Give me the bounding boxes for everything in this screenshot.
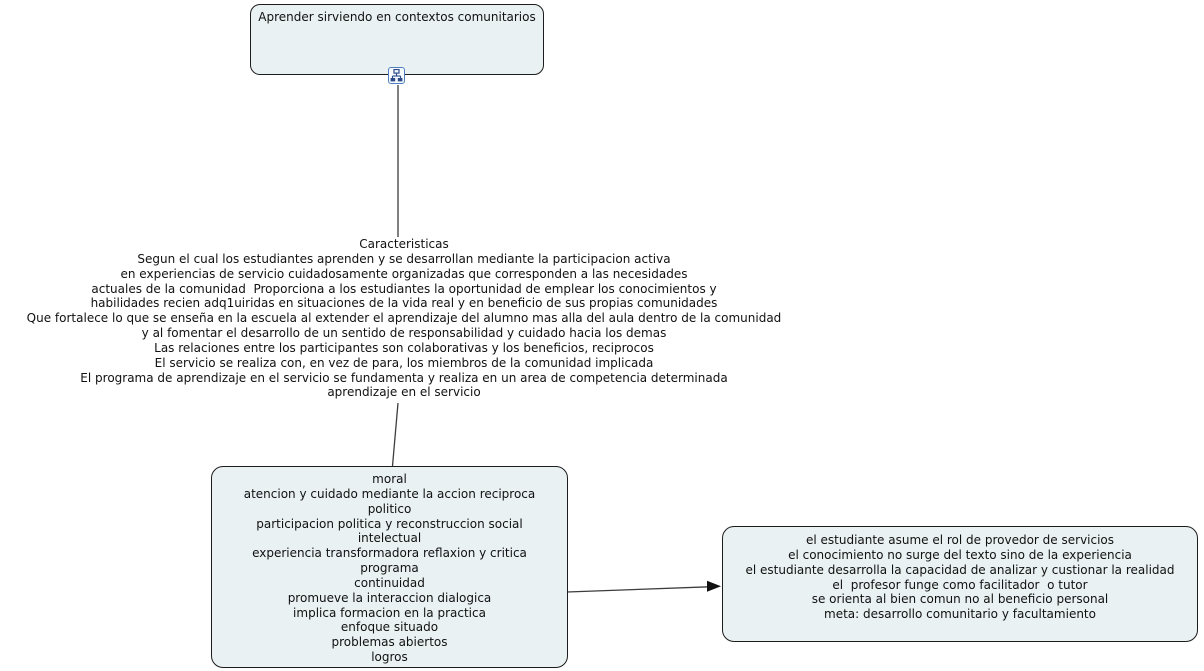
- text-line: intelectual: [357, 531, 422, 546]
- text-line: meta: desarrollo comunitario y facultami…: [824, 607, 1096, 622]
- nested-hierarchy-icon[interactable]: [388, 67, 405, 84]
- text-line: el conocimiento no surge del texto sino …: [788, 547, 1132, 562]
- text-line: moral: [372, 472, 407, 486]
- concept-node-root[interactable]: Aprender sirviendo en contextos comunita…: [250, 4, 544, 75]
- text-line: enfoque situado: [340, 620, 439, 635]
- text-line: el estudiante desarrolla la capacidad de…: [745, 562, 1175, 577]
- text-line: programa: [360, 561, 419, 576]
- text-line: el profesor funge como facilitador o tut…: [832, 577, 1088, 592]
- text-line: el estudiante asume el rol de provedor d…: [805, 533, 1115, 547]
- text-line: Las relaciones entre los participantes s…: [154, 340, 654, 355]
- text-line: El programa de aprendizaje en el servici…: [80, 370, 728, 385]
- text-line: logros: [371, 650, 408, 665]
- text-line: continuidad: [354, 575, 425, 590]
- text-line: Que fortalece lo que se enseña en la esc…: [26, 311, 782, 326]
- text-line: experiencia transformadora reflaxion y c…: [252, 546, 527, 561]
- text-line: habilidades recien adq1uiridas en situac…: [90, 296, 718, 311]
- text-line: promueve la interaccion dialogica: [287, 590, 492, 605]
- concept-root-label: Aprender sirviendo en contextos comunita…: [258, 10, 536, 24]
- hierarchy-glyph: [390, 69, 403, 82]
- text-line: El servicio se realiza con, en vez de pa…: [154, 355, 654, 370]
- text-line: politico: [367, 501, 412, 516]
- text-line: actuales de la comunidad Proporciona a l…: [91, 281, 717, 296]
- text-line: aprendizaje en el servicio: [327, 385, 481, 400]
- text-line: participacion politica y reconstruccion …: [256, 516, 523, 531]
- text-line: problemas abiertos: [331, 635, 448, 650]
- arrowhead-icon: [707, 580, 721, 592]
- text-line: Caracteristicas: [359, 237, 449, 251]
- text-line: y al fomentar el desarrollo de un sentid…: [141, 326, 667, 341]
- text-line: implica formacion en la practica: [293, 605, 486, 620]
- text-line: atencion y cuidado mediante la accion re…: [243, 486, 536, 501]
- text-line: en experiencias de servicio cuidadosamen…: [120, 266, 688, 281]
- text-line: Segun el cual los estudiantes aprenden y…: [137, 251, 671, 266]
- text-line: se orienta al bien comun no al beneficio…: [811, 592, 1109, 607]
- concept-node-roles[interactable]: el estudiante asume el rol de provedor d…: [722, 526, 1198, 642]
